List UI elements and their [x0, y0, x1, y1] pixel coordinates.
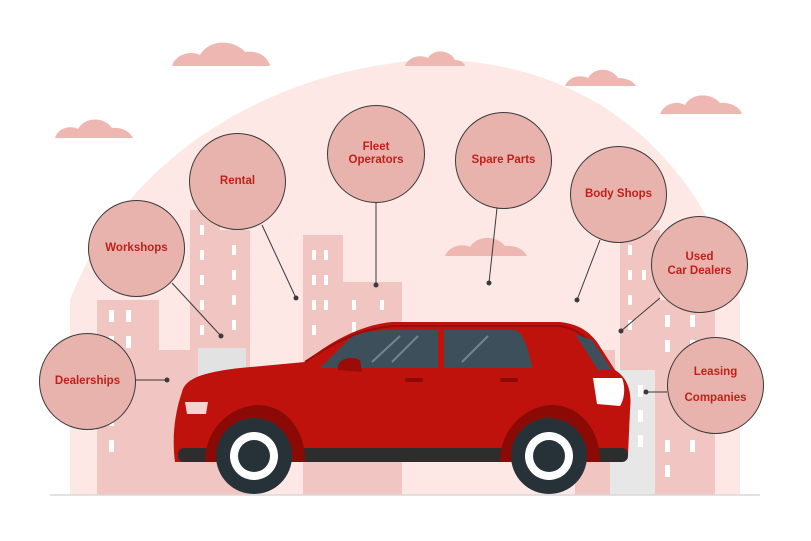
car-door-handle: [405, 378, 423, 382]
car-window-glare: [371, 335, 489, 363]
node-body-shops: Body Shops: [570, 146, 667, 243]
node-label: Dealerships: [54, 374, 121, 387]
node-label: Spare Parts: [471, 153, 536, 166]
car-taillight: [593, 378, 625, 406]
node-leasing-companies: Leasing Companies: [667, 337, 764, 434]
car-mirror: [337, 358, 362, 372]
car-door-handle: [500, 378, 518, 382]
car-illustration: [173, 322, 631, 494]
connector-rental: [261, 224, 297, 299]
node-workshops: Workshops: [88, 200, 185, 297]
cloud: [405, 51, 465, 66]
node-fleet-operators: Fleet Operators: [327, 105, 425, 203]
node-rental: Rental: [189, 133, 286, 230]
clouds: [55, 42, 742, 256]
connector-body-shops: [576, 239, 601, 301]
node-label: Used Car Dealers: [667, 251, 732, 277]
node-spare-parts: Spare Parts: [455, 112, 552, 209]
node-label: Fleet Operators: [348, 140, 404, 166]
connectors: [133, 203, 667, 395]
node-used-car-dealers: Used Car Dealers: [651, 216, 748, 313]
node-label: Leasing Companies: [684, 365, 747, 405]
cloud: [565, 69, 636, 86]
cloud: [172, 42, 270, 66]
connector-used-car-dealers: [620, 297, 661, 332]
car-headlight: [185, 402, 208, 414]
cloud: [660, 95, 742, 114]
connector-workshops: [171, 282, 222, 337]
cloud: [445, 237, 527, 256]
node-label: Body Shops: [584, 187, 653, 200]
car-roof-accent: [304, 325, 593, 363]
cloud: [55, 119, 133, 138]
node-label: Rental: [219, 174, 256, 187]
car-window-back: [575, 334, 612, 370]
node-dealerships: Dealerships: [39, 333, 136, 430]
connector-spare-parts: [488, 207, 498, 284]
node-label: Workshops: [105, 241, 168, 254]
car-window-rear: [444, 330, 532, 368]
